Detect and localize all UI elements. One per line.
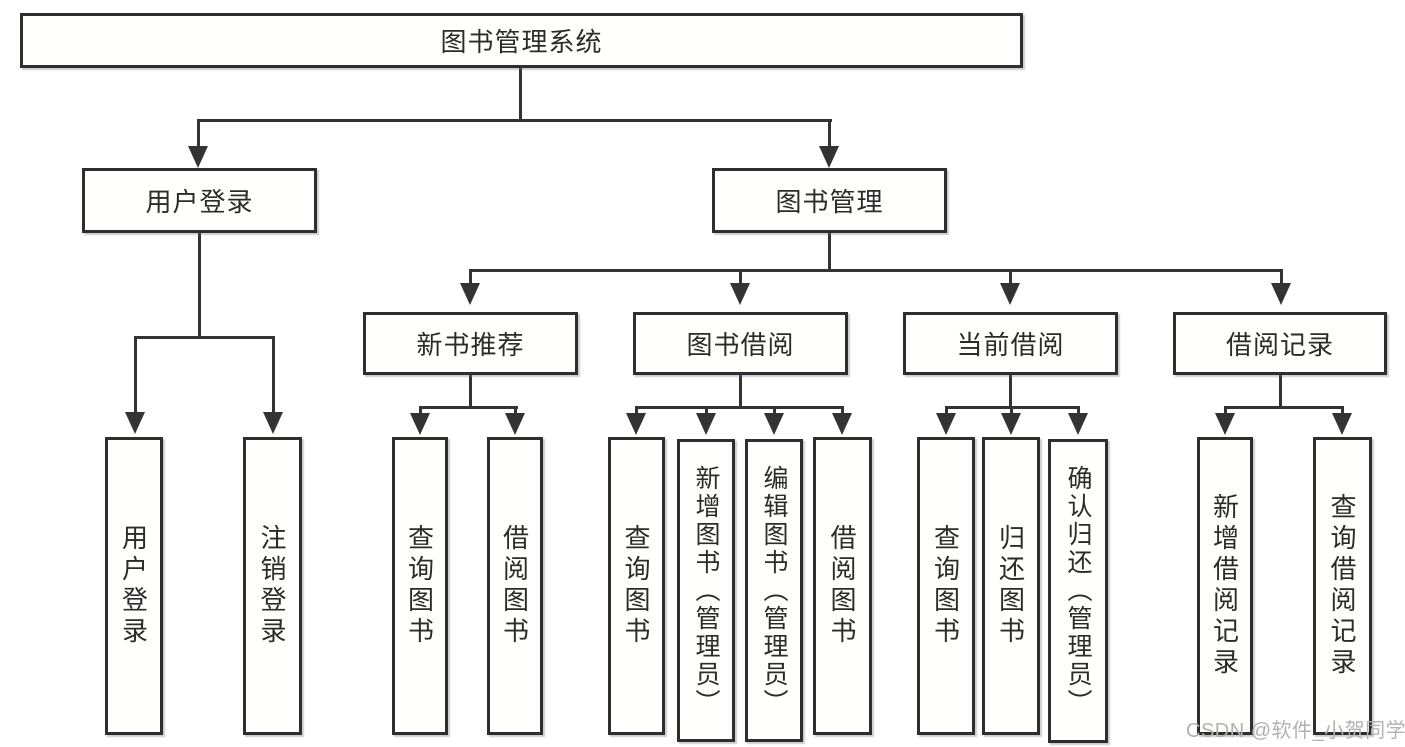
node-new-book-recommend: 新书推荐 xyxy=(363,312,578,375)
arrow-down-icon xyxy=(125,412,145,434)
arrow-down-icon xyxy=(1000,283,1020,305)
arrow-down-icon xyxy=(696,413,716,435)
connector-line xyxy=(828,119,831,149)
connector-line xyxy=(1224,406,1227,416)
node-leaf-add-borrow-record: 新增借阅记录 xyxy=(1197,437,1253,735)
connector-line xyxy=(197,119,832,122)
arrow-down-icon xyxy=(936,413,956,435)
connector-line xyxy=(198,233,201,339)
connector-line xyxy=(469,269,472,287)
connector-line xyxy=(514,406,517,416)
connector-line xyxy=(773,406,776,416)
node-book-borrowing: 图书借阅 xyxy=(633,312,848,375)
connector-line xyxy=(635,406,638,416)
connector-line xyxy=(1224,406,1344,409)
connector-line xyxy=(945,406,948,416)
connector-line xyxy=(739,269,742,287)
arrow-down-icon xyxy=(460,283,480,305)
arrow-down-icon xyxy=(1215,413,1235,435)
node-leaf-query-borrow-record: 查询借阅记录 xyxy=(1313,437,1372,735)
connector-line xyxy=(134,336,275,339)
arrow-down-icon xyxy=(1001,413,1021,435)
connector-line xyxy=(419,406,422,416)
arrow-down-icon xyxy=(188,146,208,168)
arrow-down-icon xyxy=(263,412,283,434)
node-root: 图书管理系统 xyxy=(20,13,1023,68)
node-user-login: 用户登录 xyxy=(82,168,317,233)
connector-line xyxy=(272,336,275,414)
connector-line xyxy=(469,375,472,409)
node-leaf-return-book: 归还图书 xyxy=(982,437,1040,735)
node-leaf-user-login: 用户登录 xyxy=(105,437,163,735)
arrow-down-icon xyxy=(819,146,839,168)
connector-line xyxy=(1077,406,1080,416)
connector-line xyxy=(197,119,200,149)
node-leaf-confirm-return-admin: 确认归还（管理员） xyxy=(1048,439,1108,743)
connector-line xyxy=(134,336,137,414)
arrow-down-icon xyxy=(832,413,852,435)
arrow-down-icon xyxy=(1332,413,1352,435)
node-leaf-query-books-recommend: 查询图书 xyxy=(392,437,448,735)
connector-line xyxy=(841,406,844,416)
connector-line xyxy=(1280,269,1283,287)
arrow-down-icon xyxy=(764,413,784,435)
arrow-down-icon xyxy=(730,283,750,305)
connector-line xyxy=(1010,406,1013,416)
node-borrowing-records: 借阅记录 xyxy=(1173,312,1387,375)
connector-line xyxy=(1279,375,1282,409)
arrow-down-icon xyxy=(1271,283,1291,305)
connector-line xyxy=(1009,375,1012,409)
node-leaf-query-books-borrowing: 查询图书 xyxy=(608,437,665,735)
node-leaf-edit-book-admin: 编辑图书（管理员） xyxy=(745,439,803,742)
connector-line xyxy=(739,375,742,409)
connector-line xyxy=(1341,406,1344,416)
arrow-down-icon xyxy=(505,413,525,435)
connector-line xyxy=(519,68,522,121)
node-current-borrowing: 当前借阅 xyxy=(903,312,1118,375)
connector-line xyxy=(635,406,844,409)
node-leaf-query-books-current: 查询图书 xyxy=(917,437,975,735)
connector-line xyxy=(469,269,1283,272)
connector-line xyxy=(828,233,831,271)
node-leaf-add-book-admin: 新增图书（管理员） xyxy=(677,439,735,742)
arrow-down-icon xyxy=(626,413,646,435)
node-leaf-logout: 注销登录 xyxy=(243,437,302,735)
csdn-watermark: CSDN @软件_小贺同学 xyxy=(1186,720,1405,742)
connector-line xyxy=(705,406,708,416)
connector-line xyxy=(419,406,518,409)
arrow-down-icon xyxy=(1068,413,1088,435)
node-leaf-borrow-books-recommend: 借阅图书 xyxy=(487,437,543,735)
node-leaf-borrow-books: 借阅图书 xyxy=(813,437,872,735)
node-book-management: 图书管理 xyxy=(712,168,947,233)
arrow-down-icon xyxy=(410,413,430,435)
connector-line xyxy=(1009,269,1012,287)
